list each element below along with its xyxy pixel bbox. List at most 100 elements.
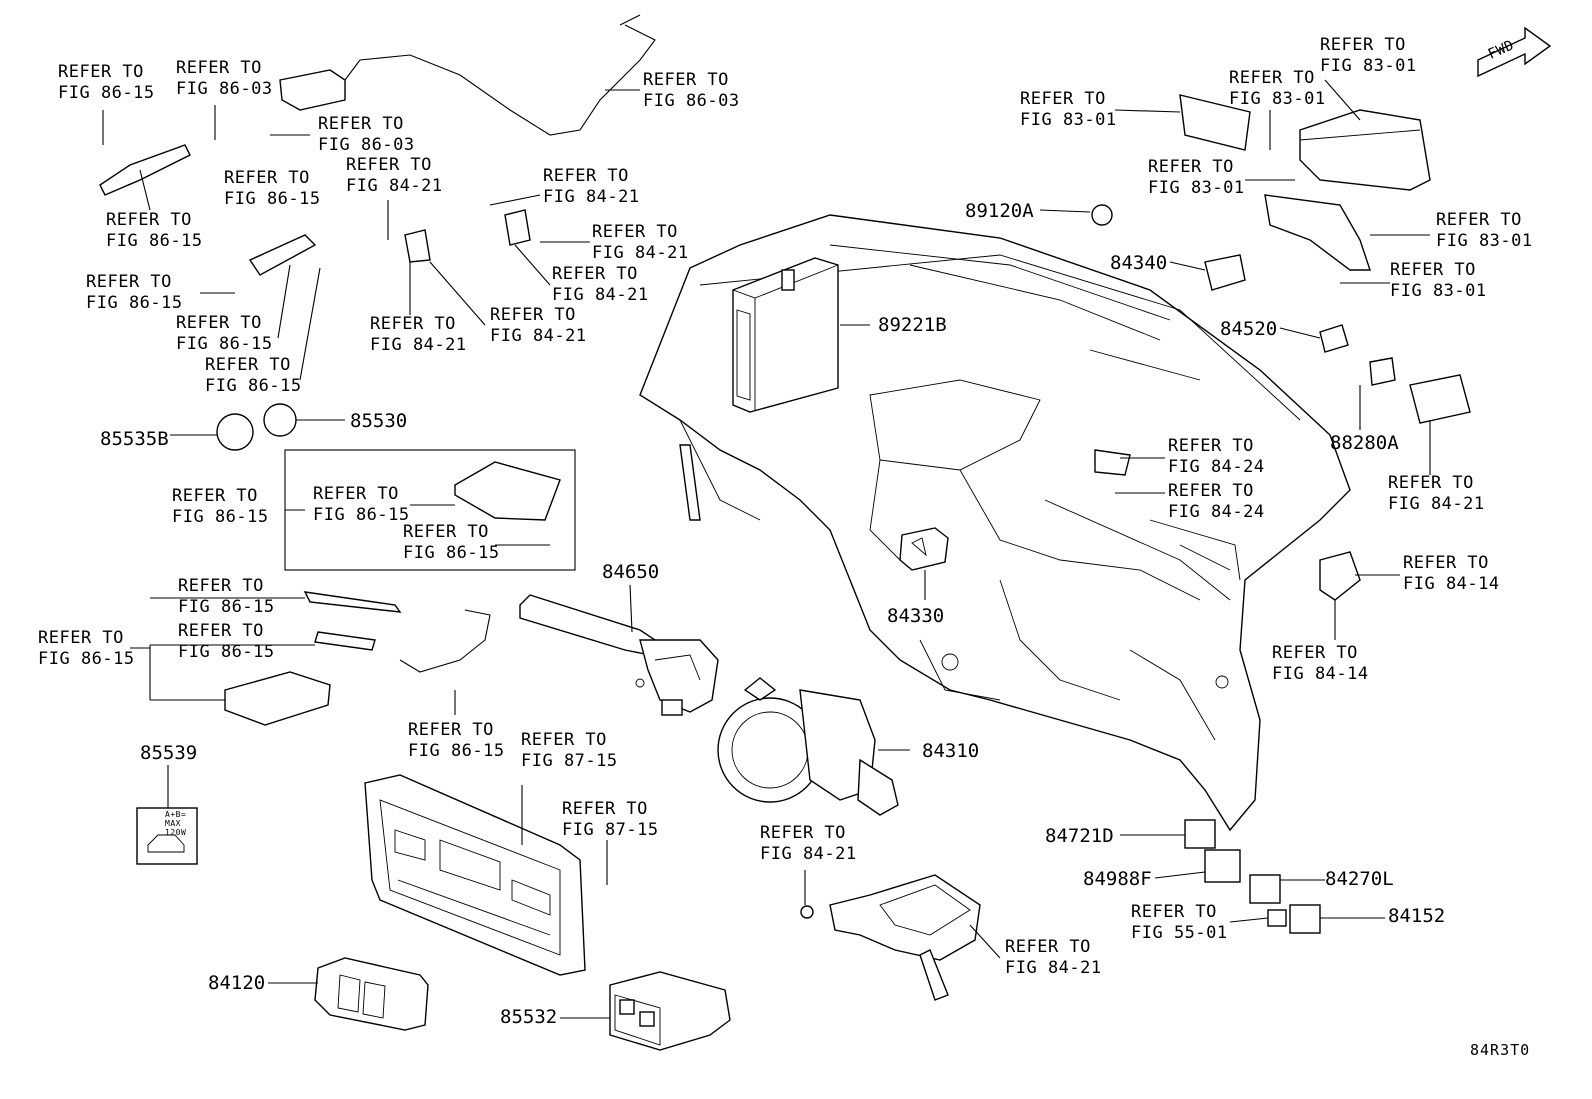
trim-piece-b <box>314 631 376 651</box>
airbag-sensor-assembly <box>800 874 981 1001</box>
sensor-84-14 <box>1319 551 1361 601</box>
switch-84120 <box>314 957 429 1031</box>
part-number-85539: 85539 <box>140 742 198 764</box>
connector-84-21-b <box>504 209 531 246</box>
fwd-arrow-icon <box>1477 26 1552 78</box>
sticker-text-line1: A+B= <box>165 810 187 819</box>
airbag-module-passenger <box>1299 109 1431 191</box>
switch-84988f <box>1204 849 1241 883</box>
bracket-86-15-b <box>248 234 317 276</box>
module-86-03 <box>279 69 346 111</box>
switch-84270l <box>1249 874 1281 904</box>
clip-89120a <box>1091 204 1113 226</box>
part-number-88280a: 88280A <box>1330 432 1399 454</box>
module-box <box>224 671 331 726</box>
leader-lines <box>102 79 1431 1019</box>
trim-piece-a <box>303 591 402 613</box>
part-number-84520: 84520 <box>1220 318 1278 340</box>
diagram-code: 84R3T0 <box>1470 1041 1531 1059</box>
harness-86-03 <box>344 24 656 136</box>
switch-84721d <box>1184 819 1216 849</box>
climate-control-panel <box>364 774 586 976</box>
combination-switch-84650 <box>519 594 719 716</box>
part-number-89120a: 89120A <box>965 200 1034 222</box>
part-number-84988f: 84988F <box>1083 868 1152 890</box>
part-number-84330: 84330 <box>887 605 945 627</box>
part-number-84721d: 84721D <box>1045 825 1114 847</box>
bracket-84-24 <box>1094 449 1131 476</box>
bulb-88280a <box>1369 357 1396 386</box>
hazard-switch-84330 <box>899 527 949 571</box>
harness-86-15 <box>399 609 491 673</box>
part-number-85535b: 85535B <box>100 428 169 450</box>
bracket-83-01 <box>1264 194 1371 271</box>
sticker-text-line3: 120W <box>165 828 187 837</box>
part-number-89221b: 89221B <box>878 314 947 336</box>
socket-85532 <box>609 971 731 1051</box>
part-number-85532: 85532 <box>500 1006 558 1028</box>
vent-part <box>1179 94 1251 151</box>
switch-84340 <box>1204 254 1246 291</box>
spiral-cable-84310 <box>717 677 899 816</box>
wireless-charger <box>454 461 561 521</box>
switch-88280 <box>1409 374 1471 424</box>
bracket-86-15-a <box>99 144 191 196</box>
socket-85530 <box>263 403 297 437</box>
bulb-84520 <box>1319 324 1349 353</box>
part-number-85530: 85530 <box>350 410 408 432</box>
part-number-84152: 84152 <box>1388 905 1446 927</box>
connector-84-21-a <box>404 229 431 263</box>
part-number-84310: 84310 <box>922 740 980 762</box>
part-number-84120: 84120 <box>208 972 266 994</box>
switch-small <box>1267 909 1287 927</box>
part-number-84340: 84340 <box>1110 252 1168 274</box>
switch-84152 <box>1289 904 1321 934</box>
part-number-84650: 84650 <box>602 561 660 583</box>
caution-sticker-85539 <box>136 807 198 865</box>
part-number-84270l: 84270L <box>1325 868 1394 890</box>
sticker-text-line2: MAX <box>165 819 181 828</box>
ecu-module-89221b <box>732 257 839 413</box>
socket-85535b <box>216 413 254 451</box>
